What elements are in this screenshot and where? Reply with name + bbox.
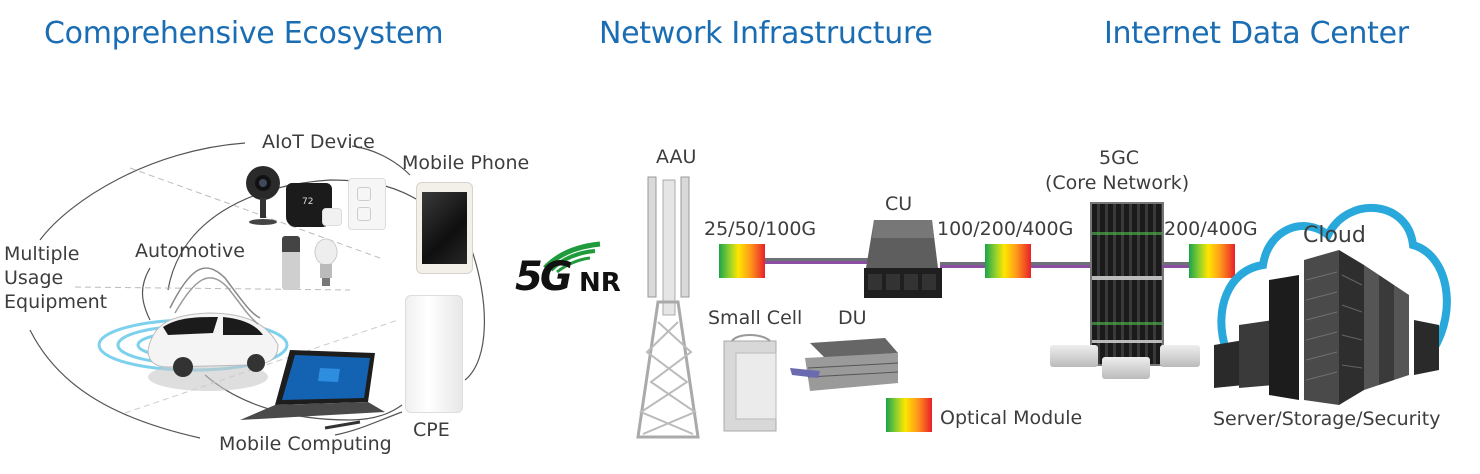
label-small-cell: Small Cell (708, 307, 803, 329)
label-cpe: CPE (413, 419, 450, 441)
section-title-network: Network Infrastructure (599, 16, 933, 51)
label-core-network: (Core Network) (1045, 172, 1190, 194)
label-cloud: Cloud (1303, 223, 1366, 248)
5g-nr-logo: 5G NR (515, 240, 635, 300)
du-unit-icon (790, 338, 899, 391)
label-aau: AAU (656, 146, 697, 168)
security-camera-icon (246, 166, 280, 225)
aau-tower-icon (636, 176, 700, 439)
connected-car-icon (97, 312, 289, 391)
cpe-router-icon (405, 295, 463, 413)
sensor-icon (322, 208, 342, 226)
small-cell-icon (723, 334, 777, 432)
mobile-phone-icon (416, 182, 473, 274)
link-speed-2: 100/200/400G (937, 218, 1074, 240)
light-bulb-icon (314, 238, 338, 286)
cu-server-icon (864, 220, 942, 298)
section-title-datacenter: Internet Data Center (1104, 16, 1409, 51)
swoosh-lines (169, 267, 261, 325)
optical-module-icon (985, 244, 1031, 278)
laptop-tablet-icon (240, 350, 385, 430)
label-aiot-device: AIoT Device (262, 131, 375, 153)
server-module-icon (1050, 345, 1098, 367)
server-module-icon (1102, 357, 1150, 379)
fiber-link-3 (1162, 262, 1189, 268)
optical-module-icon (1189, 244, 1235, 278)
label-server-storage-security: Server/Storage/Security (1213, 408, 1441, 430)
fiber-link-1 (765, 258, 870, 264)
label-mobile-computing: Mobile Computing (219, 433, 392, 455)
fiber-link-2a (940, 262, 986, 268)
label-5gc: 5GC (1099, 147, 1140, 169)
label-automotive: Automotive (135, 240, 245, 262)
server-module-icon (1160, 345, 1200, 367)
smart-plug-icon (348, 178, 386, 230)
legend-optical-module-swatch (886, 398, 932, 432)
smart-lock-icon (282, 236, 300, 290)
link-speed-1: 25/50/100G (704, 218, 817, 240)
fiber-link-2b (1031, 262, 1091, 268)
server-racks-icon (1214, 250, 1439, 405)
optical-module-icon (719, 244, 765, 278)
legend-optical-module-label: Optical Module (940, 407, 1083, 429)
section-title-ecosystem: Comprehensive Ecosystem (44, 16, 444, 51)
label-multiple-usage-equipment: Multiple Usage Equipment (4, 243, 108, 313)
label-mobile-phone: Mobile Phone (402, 152, 530, 174)
core-network-rack-icon (1090, 202, 1164, 366)
cloud-icon (1217, 203, 1451, 354)
nr-signal-icon (543, 241, 601, 274)
label-du: DU (838, 307, 867, 329)
link-speed-3: 200/400G (1164, 218, 1258, 240)
label-cu: CU (885, 193, 913, 215)
